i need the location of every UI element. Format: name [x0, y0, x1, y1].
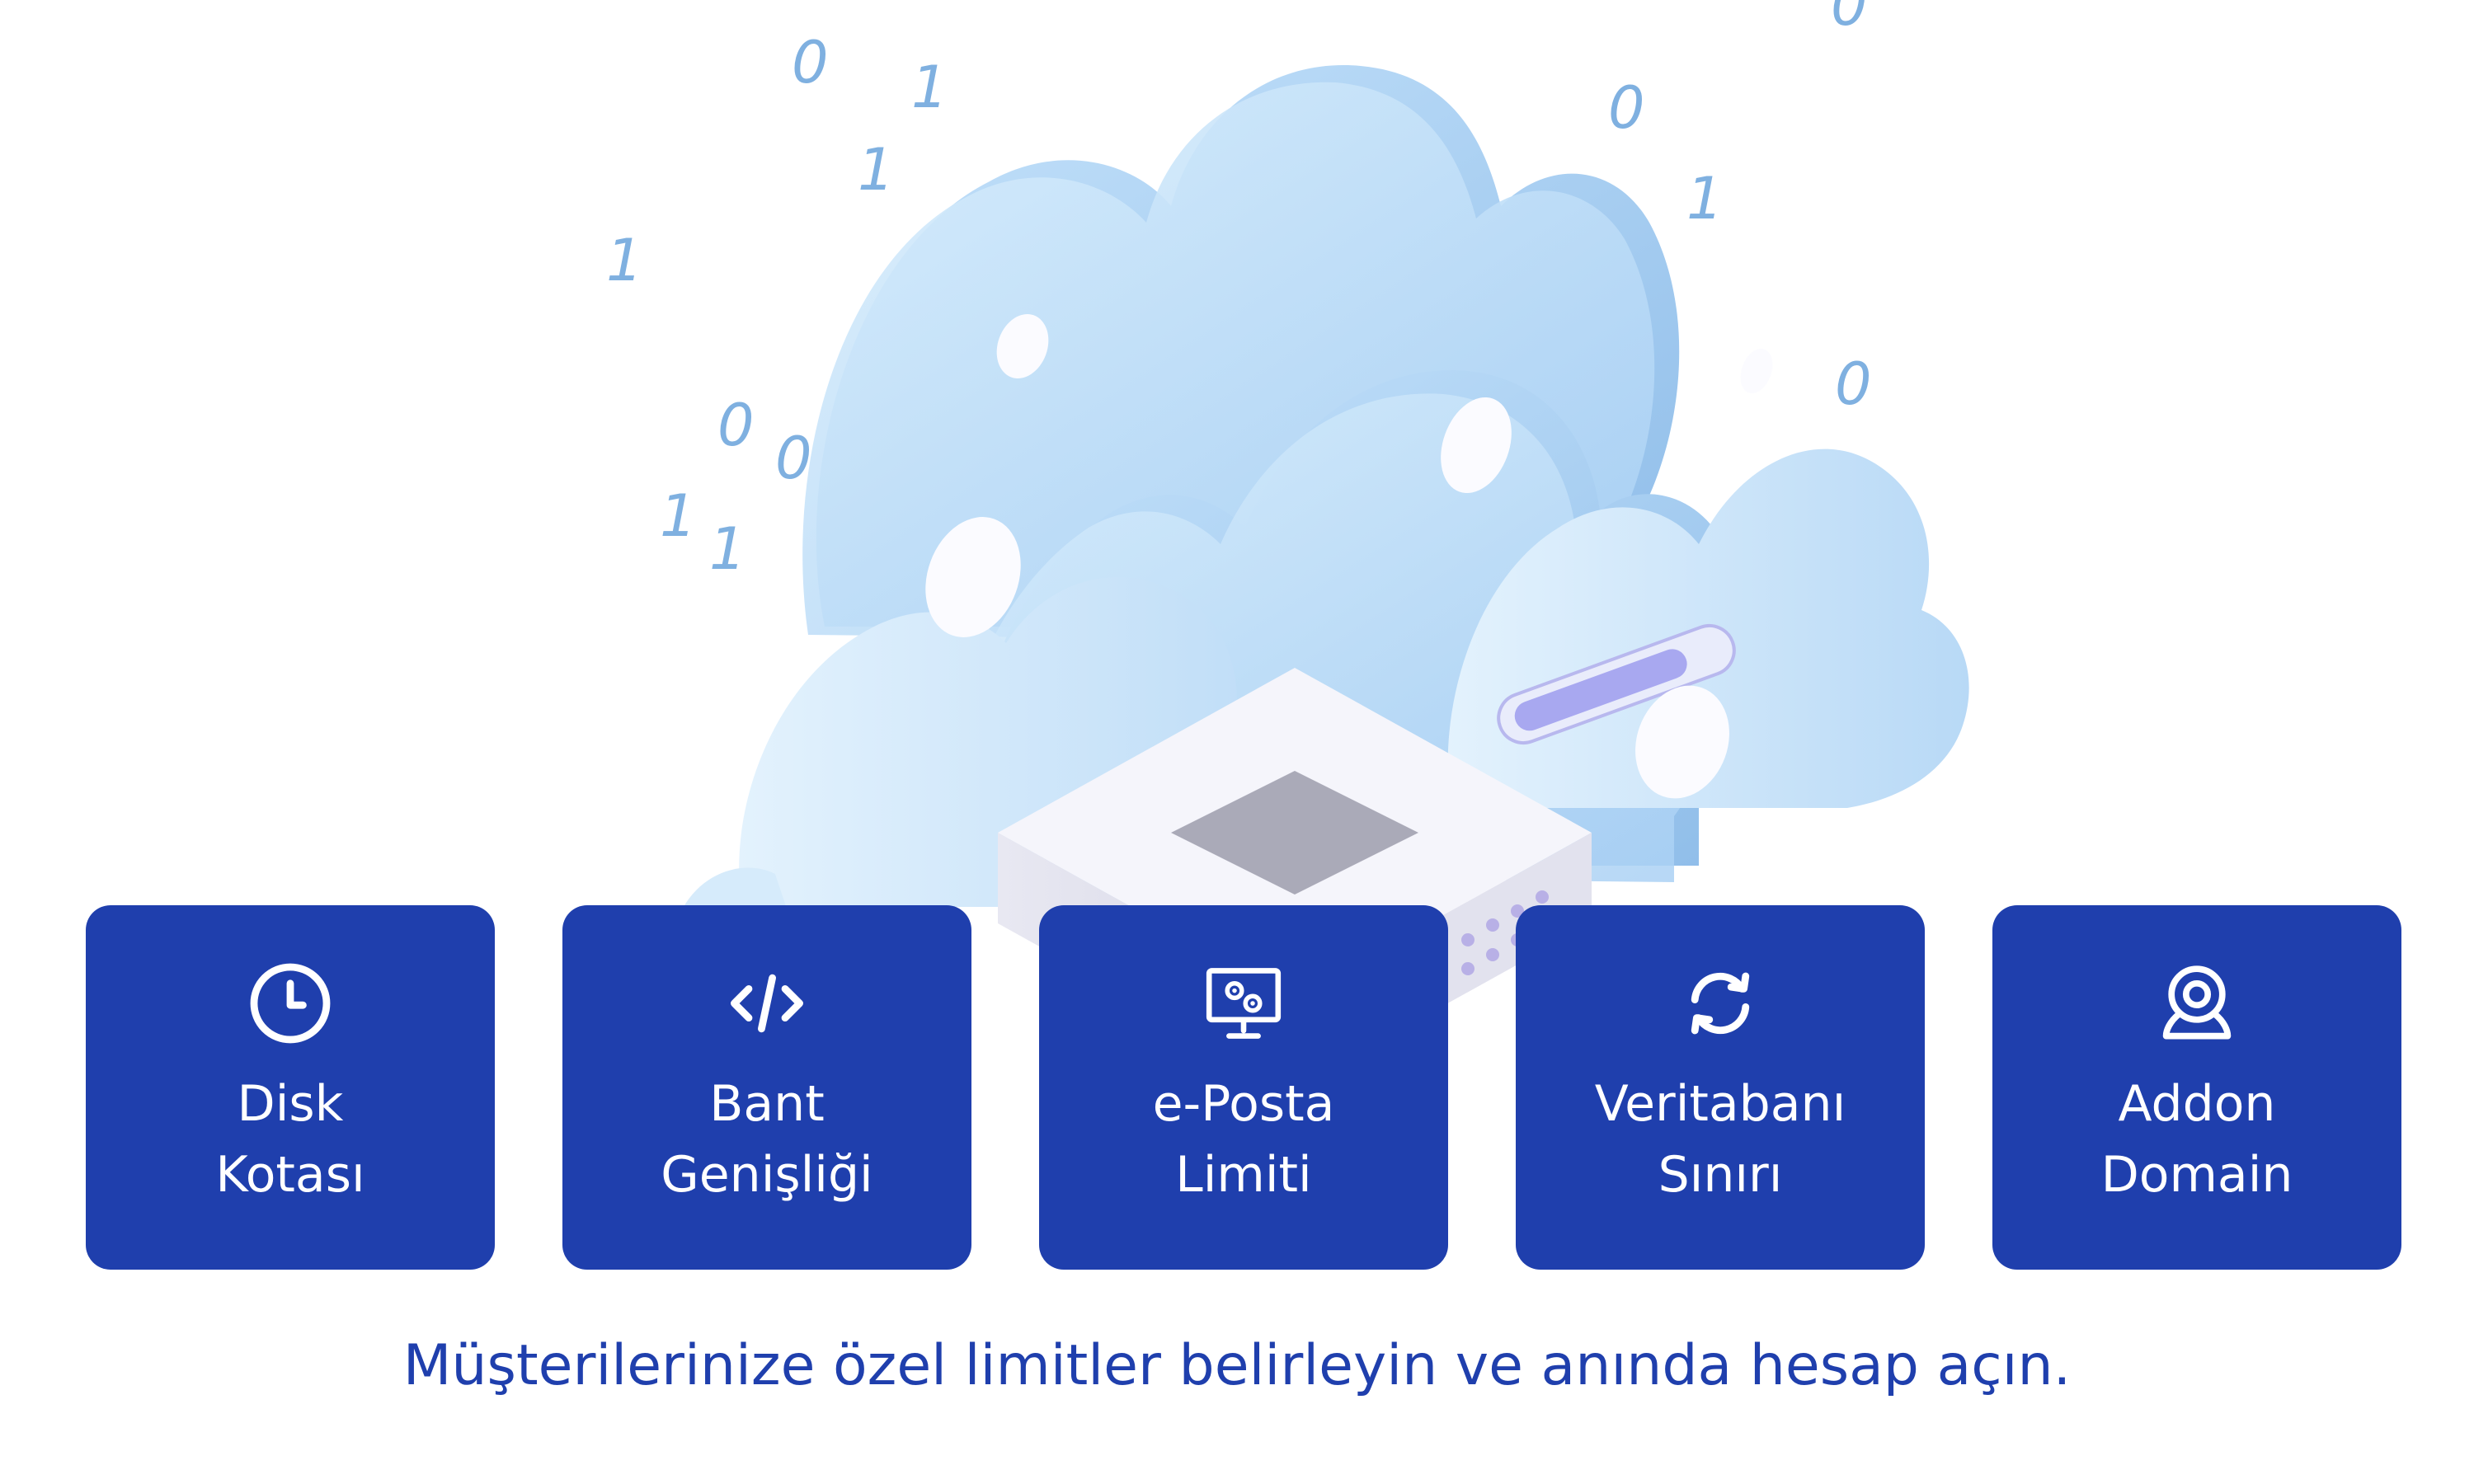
feature-label-line1: e-Posta: [1152, 1075, 1335, 1133]
binary-digit: 1: [911, 54, 948, 121]
feature-label: Addon Domain: [2101, 1068, 2293, 1210]
cloud-bubbles: [925, 314, 1773, 799]
monitor-settings-icon: [1206, 968, 1282, 1039]
feature-label-line1: Disk: [237, 1075, 344, 1133]
feature-cards: Disk Kotası Bant Genişliği e-Posta Limit…: [86, 905, 2401, 1270]
tagline: Müşterilerinize özel limitler belirleyin…: [402, 1333, 2072, 1398]
binary-digits: 0 1 1 1 0 0 1 1 0 1 0 0: [606, 0, 1872, 583]
feature-label-line2: Limiti: [1175, 1146, 1312, 1204]
binary-digit: 1: [709, 515, 746, 583]
feature-card-database-limit[interactable]: Veritabanı Sınırı: [1516, 905, 1925, 1270]
feature-card-email-limit[interactable]: e-Posta Limiti: [1039, 905, 1448, 1270]
feature-label-line2: Domain: [2100, 1146, 2293, 1204]
feature-label-line2: Sınırı: [1658, 1146, 1783, 1204]
binary-digit: 0: [792, 29, 829, 96]
webcam-icon: [2162, 965, 2232, 1040]
binary-digit: 1: [660, 482, 697, 550]
binary-digit: 1: [1686, 165, 1724, 232]
feature-label: Disk Kotası: [215, 1068, 365, 1210]
small-cloud: [1447, 448, 1969, 808]
binary-digit: 0: [1835, 350, 1872, 418]
binary-digit: 0: [775, 425, 812, 492]
feature-card-disk-quota[interactable]: Disk Kotası: [86, 905, 495, 1270]
feature-label: Veritabanı Sınırı: [1595, 1068, 1846, 1210]
feature-card-bandwidth[interactable]: Bant Genişliği: [562, 905, 971, 1270]
feature-label: Bant Genişliği: [661, 1068, 872, 1210]
code-icon: [731, 974, 803, 1033]
feature-label-line2: Genişliği: [661, 1146, 873, 1204]
feature-card-addon-domain[interactable]: Addon Domain: [1992, 905, 2401, 1270]
binary-digit: 0: [1608, 74, 1645, 142]
feature-label: e-Posta Limiti: [1153, 1068, 1335, 1210]
binary-digit: 0: [1831, 0, 1868, 39]
clock-icon: [250, 963, 331, 1044]
binary-digit: 1: [858, 136, 895, 204]
binary-digit: 1: [606, 227, 643, 294]
feature-label-line2: Kotası: [215, 1146, 365, 1204]
feature-label-line1: Veritabanı: [1594, 1075, 1846, 1133]
feature-label-line1: Addon: [2118, 1075, 2276, 1133]
sync-icon: [1691, 972, 1750, 1035]
binary-digit: 0: [717, 392, 755, 459]
feature-label-line1: Bant: [709, 1075, 825, 1133]
